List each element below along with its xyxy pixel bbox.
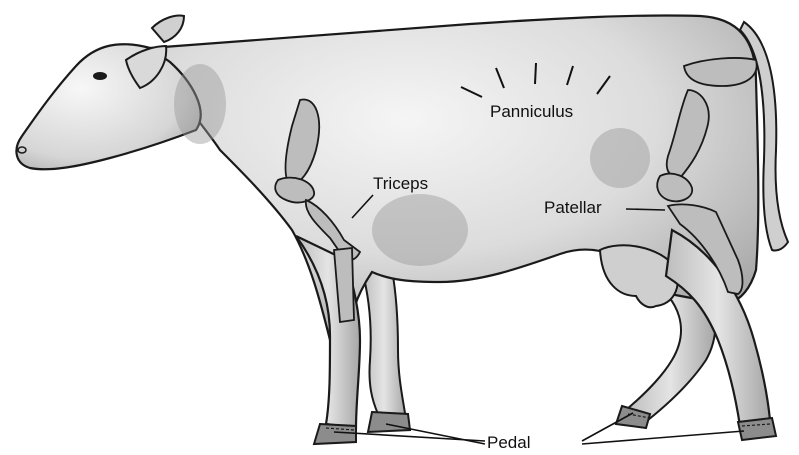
far-front-hoof xyxy=(368,412,410,432)
horn-bump xyxy=(152,16,184,43)
pedal-leader-3 xyxy=(582,413,633,441)
label-panniculus: Panniculus xyxy=(490,103,573,120)
pedal-leader-4 xyxy=(582,431,744,444)
neck-shadow xyxy=(174,64,226,144)
patellar-leader xyxy=(626,209,665,210)
label-patellar: Patellar xyxy=(544,199,602,216)
label-pedal: Pedal xyxy=(487,434,530,451)
eye xyxy=(93,72,107,80)
flank-shadow xyxy=(590,128,650,188)
pelvis-bone xyxy=(684,58,757,86)
near-front-hoof xyxy=(314,424,356,444)
far-front-leg xyxy=(362,270,406,420)
pedal-leader-2 xyxy=(386,424,485,444)
near-hind-hoof xyxy=(738,418,776,440)
shoulder-shadow xyxy=(372,194,468,266)
label-triceps: Triceps xyxy=(373,175,428,192)
